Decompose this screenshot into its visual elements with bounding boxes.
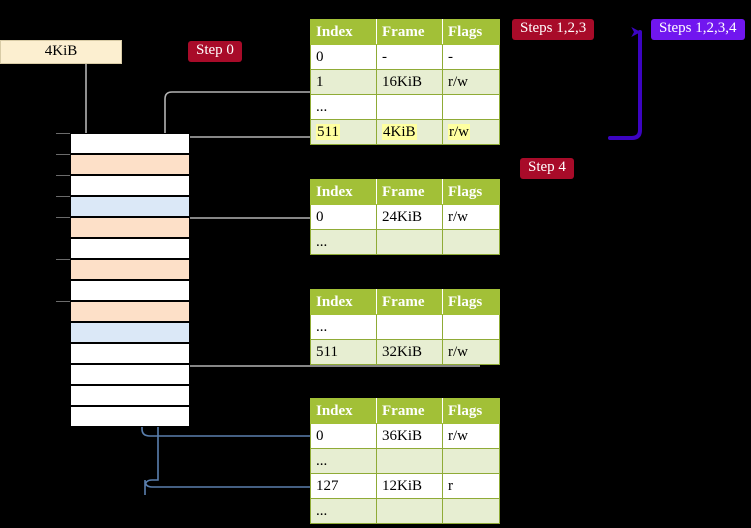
cell-index: ...	[310, 94, 377, 120]
badge-step-4: Step 4	[520, 158, 574, 179]
column-header-frame: Frame	[376, 289, 443, 315]
physical-memory-column	[70, 133, 190, 427]
cell-frame	[376, 448, 443, 474]
cell-flags	[442, 448, 500, 474]
cell-index: 511	[310, 339, 377, 365]
memory-scale-tick	[56, 154, 70, 155]
cell-frame: 36KiB	[376, 423, 443, 449]
cell-index: ...	[310, 498, 377, 524]
cell-flags: r/w	[442, 204, 500, 230]
memory-scale-tick	[56, 196, 70, 197]
cell-flags	[442, 498, 500, 524]
cell-index: 0	[310, 423, 377, 449]
cell-index: ...	[310, 314, 377, 340]
table-row: ...	[310, 448, 500, 474]
cell-frame	[376, 498, 443, 524]
memory-frame-row	[70, 175, 190, 196]
memory-frame-row	[70, 385, 190, 406]
cell-index: ...	[310, 229, 377, 255]
cell-flags: r/w	[442, 423, 500, 449]
cell-flags: r	[442, 473, 500, 499]
highlighted-value: 511	[316, 123, 340, 140]
cell-frame: 12KiB	[376, 473, 443, 499]
memory-frame-row	[70, 238, 190, 259]
memory-scale-tick	[56, 301, 70, 302]
badge-steps-123: Steps 1,2,3	[512, 19, 595, 40]
cell-frame: 4KiB	[376, 119, 443, 145]
cell-frame	[376, 314, 443, 340]
cell-index: 1	[310, 69, 377, 95]
cell-frame: 16KiB	[376, 69, 443, 95]
table-row: ...	[310, 498, 500, 524]
table-row: 0--	[310, 44, 500, 70]
memory-frame-row	[70, 343, 190, 364]
cell-index: 0	[310, 44, 377, 70]
cell-index: ...	[310, 448, 377, 474]
memory-scale-tick	[56, 217, 70, 218]
highlighted-value: 4KiB	[382, 123, 417, 140]
wire-steps-1234-bracket	[608, 27, 642, 140]
memory-frame-row	[70, 154, 190, 175]
table-row: 511 4KiB r/w	[310, 119, 500, 145]
cell-index: 127	[310, 473, 377, 499]
column-header-flags: Flags	[442, 19, 500, 45]
column-header-frame: Frame	[376, 19, 443, 45]
column-header-flags: Flags	[442, 289, 500, 315]
memory-frame-row	[70, 406, 190, 427]
badge-steps-1234: Steps 1,2,3,4	[651, 19, 745, 40]
memory-scale-tick	[56, 133, 70, 134]
column-header-frame: Frame	[376, 398, 443, 424]
memory-frame-row	[70, 259, 190, 280]
memory-frame-row	[70, 280, 190, 301]
cell-frame: 32KiB	[376, 339, 443, 365]
memory-frame-row	[70, 133, 190, 154]
cell-frame	[376, 94, 443, 120]
memory-frame-row	[70, 301, 190, 322]
cell-index: 0	[310, 204, 377, 230]
memory-frame-row	[70, 364, 190, 385]
memory-frame-row	[70, 196, 190, 217]
cell-frame: 24KiB	[376, 204, 443, 230]
table-row: ...	[310, 94, 500, 120]
cell-index: 511	[310, 119, 377, 145]
column-header-flags: Flags	[442, 398, 500, 424]
cell-flags: r/w	[442, 69, 500, 95]
badge-step-0: Step 0	[188, 41, 242, 62]
cell-flags: -	[442, 44, 500, 70]
column-header-frame: Frame	[376, 179, 443, 205]
cell-frame: -	[376, 44, 443, 70]
cell-flags: r/w	[442, 339, 500, 365]
memory-frame-row	[70, 322, 190, 343]
memory-scale-tick	[56, 259, 70, 260]
column-header-flags: Flags	[442, 179, 500, 205]
cell-frame	[376, 229, 443, 255]
highlighted-value: r/w	[448, 123, 470, 140]
column-header-index: Index	[310, 289, 377, 315]
memory-size-label: 4KiB	[0, 40, 122, 64]
cell-flags	[442, 229, 500, 255]
column-header-index: Index	[310, 179, 377, 205]
column-header-index: Index	[310, 398, 377, 424]
memory-scale-tick	[56, 175, 70, 176]
cell-flags	[442, 94, 500, 120]
cell-flags: r/w	[442, 119, 500, 145]
cell-flags	[442, 314, 500, 340]
memory-frame-row	[70, 217, 190, 238]
column-header-index: Index	[310, 19, 377, 45]
table-row: ...	[310, 229, 500, 255]
table-row: ...	[310, 314, 500, 340]
